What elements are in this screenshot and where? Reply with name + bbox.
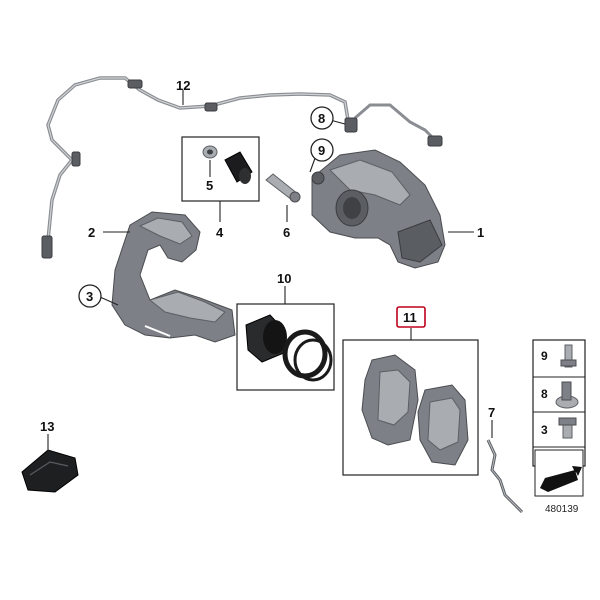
callout-13: 13 bbox=[40, 419, 54, 434]
callout-3-circle bbox=[78, 284, 102, 308]
callout-4: 4 bbox=[216, 225, 224, 240]
callout-8: 8 bbox=[318, 111, 325, 126]
callout-11-highlight bbox=[396, 306, 426, 328]
hardware-legend bbox=[532, 339, 586, 497]
bushing-kit bbox=[181, 136, 260, 202]
callout-6: 6 bbox=[283, 225, 290, 240]
document-number: 480139 bbox=[545, 504, 579, 515]
brake-caliper bbox=[311, 149, 446, 269]
callout-1: 1 bbox=[477, 225, 484, 240]
callout-9-circle bbox=[310, 138, 334, 162]
callout-7: 7 bbox=[488, 405, 495, 420]
callout-3: 3 bbox=[86, 289, 93, 304]
legend-label-8: 8 bbox=[541, 387, 548, 401]
legend-label-9: 9 bbox=[541, 349, 548, 363]
callout-11: 11 bbox=[403, 310, 417, 325]
legend-label-3: 3 bbox=[541, 423, 548, 437]
wear-sensor-cable bbox=[41, 76, 443, 259]
callout-10: 10 bbox=[277, 271, 291, 286]
callout-12: 12 bbox=[176, 78, 190, 93]
piston-seal-kit bbox=[236, 303, 335, 391]
brake-pad-set bbox=[342, 339, 479, 476]
callout-8-circle bbox=[310, 106, 334, 130]
grease-packet bbox=[21, 449, 79, 493]
callout-5: 5 bbox=[206, 178, 213, 193]
callout-9: 9 bbox=[318, 143, 325, 158]
anti-rattle-clip bbox=[486, 439, 524, 514]
guide-pin bbox=[265, 173, 301, 203]
callouts: 1 2 3 4 5 6 7 8 9 10 11 12 13 9 8 3 bbox=[40, 78, 548, 437]
callout-2: 2 bbox=[88, 225, 95, 240]
leader-lines bbox=[47, 90, 493, 452]
caliper-carrier bbox=[111, 211, 236, 343]
